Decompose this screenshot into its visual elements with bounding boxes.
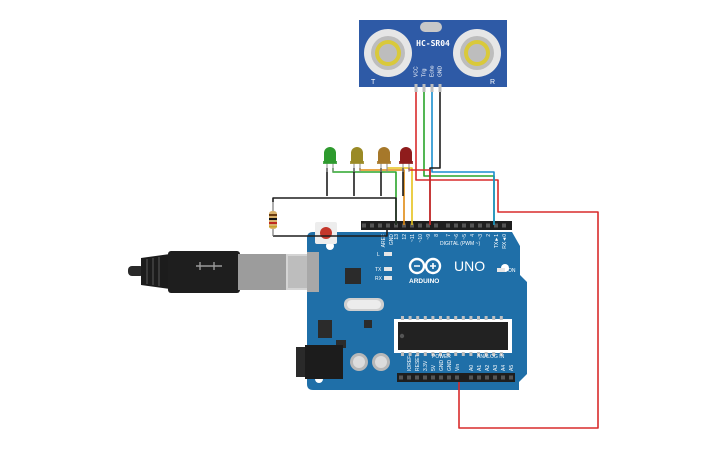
digital-pin-label: RX◄0 <box>502 234 508 249</box>
wires <box>272 92 599 429</box>
analog-section-label: ANALOG IN <box>477 354 505 360</box>
receiver-transducer <box>453 29 501 77</box>
tx-led-label: TX <box>375 267 382 273</box>
arduino-brand-text: ARDUINO <box>409 278 439 285</box>
analog-pin-label: A3 <box>493 365 499 371</box>
usb-symbol-icon <box>196 262 222 270</box>
led-3 <box>377 147 391 172</box>
led-rim <box>350 161 364 164</box>
power-pin-label: GND <box>447 360 453 372</box>
analog-pin-label: A0 <box>469 365 475 371</box>
led-body <box>400 147 412 163</box>
arduino-uno-board: L TX RX ON ARDUINO UNO <box>296 221 527 390</box>
digital-pin-label: 7 <box>446 234 452 237</box>
power-pin-label: RESET <box>415 354 421 371</box>
digital-pin-label: 12 <box>402 234 408 240</box>
transmitter-transducer <box>364 29 412 77</box>
led-rim <box>323 161 337 164</box>
digital-pin-label: ~3 <box>478 234 484 240</box>
sensor-r-mark: R <box>490 79 495 86</box>
sensor-pin-label: Echo <box>430 65 436 77</box>
led-body <box>378 147 390 163</box>
digital-pin-label: ~11 <box>410 234 416 242</box>
sensor-pin-label: Trig <box>422 68 428 77</box>
usb-cable <box>128 251 314 293</box>
digital-header[interactable] <box>361 221 512 230</box>
digital-pin-label: ~10 <box>418 234 424 243</box>
power-section-label: POWER <box>432 354 451 360</box>
dc-power-jack <box>296 345 343 379</box>
sensor-model-text: HC-SR04 <box>416 39 450 48</box>
rx-led-label: RX <box>375 276 383 282</box>
power-pin-label: 3.3V <box>423 360 429 371</box>
digital-section-label: DIGITAL (PWM ~) <box>440 241 480 247</box>
led-1 <box>323 147 337 172</box>
led-yellow-wire <box>359 168 405 225</box>
sensor-pin[interactable] <box>422 84 426 92</box>
led-ground-bus <box>272 197 397 225</box>
digital-pin-label: ~5 <box>462 234 468 240</box>
led-green-wire <box>332 168 397 225</box>
led-4 <box>399 147 413 172</box>
power-pin-label: Vin <box>455 364 461 371</box>
sensor-t-mark: T <box>371 79 376 86</box>
led-rim <box>377 161 391 164</box>
led-cathode-wires <box>326 168 404 196</box>
analog-pin-label: A5 <box>509 365 515 371</box>
sensor-pin[interactable] <box>438 84 442 92</box>
power-analog-header[interactable] <box>397 373 515 382</box>
resistor-gnd-wire <box>273 228 388 237</box>
sensor-pin-label: GND <box>438 66 444 78</box>
on-led-label: ON <box>508 268 516 274</box>
aref-label: AREF <box>381 234 387 247</box>
analog-pin-label: A1 <box>477 365 483 371</box>
sensor-pin-header[interactable] <box>414 84 442 92</box>
led-array <box>323 147 413 172</box>
sensor-pin[interactable] <box>430 84 434 92</box>
arduino-logo-icon <box>408 257 442 275</box>
digital-pin-label: TX►1 <box>494 234 500 248</box>
led-rim <box>399 161 413 164</box>
digital-pin-label: ~6 <box>454 234 460 240</box>
l-led-label: L <box>377 252 380 258</box>
sensor-pin[interactable] <box>414 84 418 92</box>
digital-pin-label: ~9 <box>426 234 432 240</box>
digital-pin-label: 13 <box>394 234 400 240</box>
digital-pin-label: 8 <box>434 234 440 237</box>
sensor-trig-wire <box>423 92 495 225</box>
led-body <box>324 147 336 163</box>
led-orange-wire <box>387 167 413 225</box>
digital-pin-label: 4 <box>470 234 476 237</box>
power-pin-label: GND <box>439 360 445 372</box>
sensor-pin-label: VCC <box>414 66 420 77</box>
led-2 <box>350 147 364 172</box>
led-body <box>351 147 363 163</box>
power-pin-label: 5V <box>431 364 437 371</box>
resistor <box>269 202 277 236</box>
sensor-crystal <box>420 22 442 32</box>
sensor-echo-wire <box>431 92 495 225</box>
analog-pin-label: A4 <box>501 365 507 371</box>
power-pin-label: IOREF <box>407 356 413 371</box>
analog-pin-label: A2 <box>485 365 491 371</box>
gnd-label: GND <box>389 234 395 246</box>
uno-model-text: UNO <box>454 258 485 274</box>
digital-pin-label: 2 <box>486 234 492 237</box>
atmega-chip <box>394 316 512 356</box>
